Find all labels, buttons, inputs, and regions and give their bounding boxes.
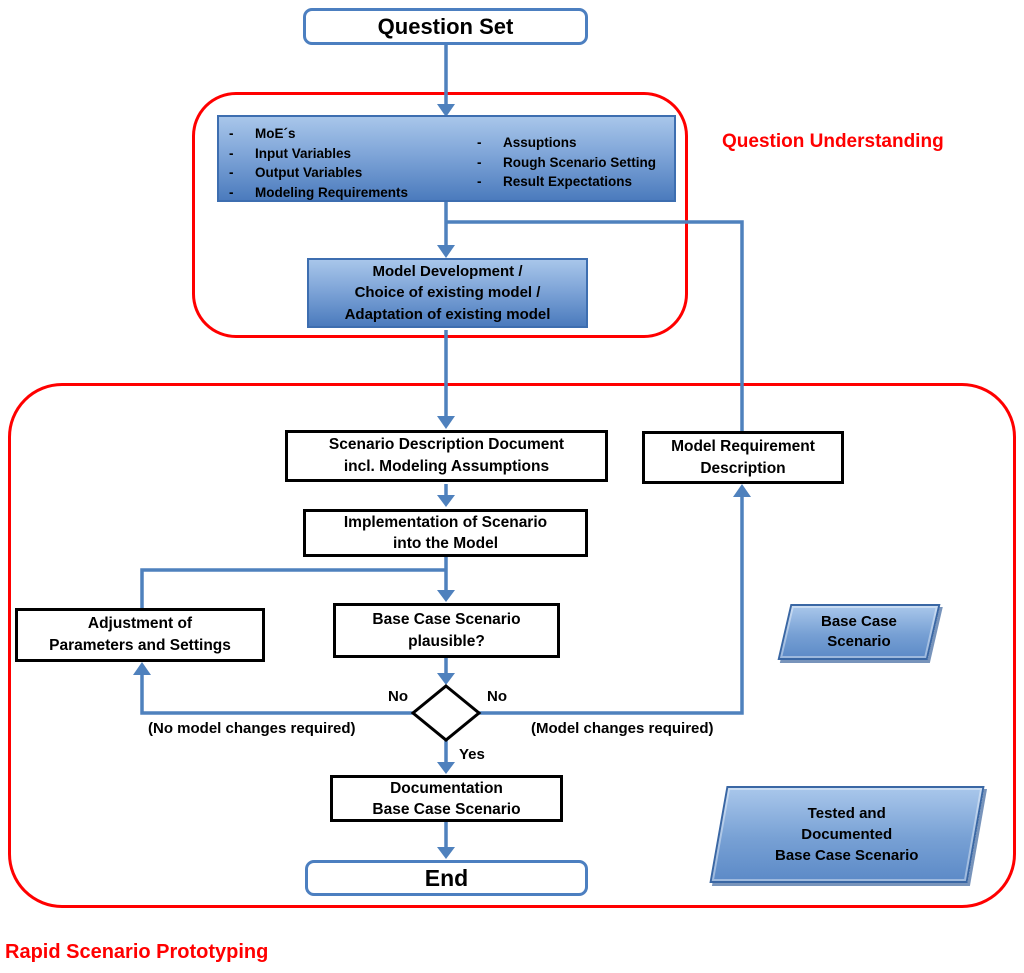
bullet-dash: - xyxy=(477,154,482,170)
question-understanding-caption-text: Question Understanding xyxy=(722,131,944,152)
rapid-scenario-prototyping-caption: Rapid Scenario Prototyping xyxy=(5,941,268,964)
bullet-item: - Result Expectations xyxy=(477,172,656,192)
node-model-development-label: Model Development / Choice of existing m… xyxy=(344,262,551,323)
bullet-item: - Assuptions xyxy=(477,133,656,153)
bullet-item: - Modeling Requirements xyxy=(229,183,467,203)
bullet-label: Modeling Requirements xyxy=(255,184,409,200)
node-tested-documented: Tested and Documented Base Case Scenario xyxy=(709,786,985,883)
node-plausible-label: Base Case Scenario plausible? xyxy=(372,610,521,650)
node-scenario-description-label: Scenario Description Document incl. Mode… xyxy=(328,436,565,475)
node-question-set: Question Set xyxy=(303,8,588,45)
label-no-left-text: No xyxy=(388,688,408,705)
label-model-changes-text: (Model changes required) xyxy=(531,720,714,737)
bullet-item: - Rough Scenario Setting xyxy=(477,153,656,173)
node-plausible: Base Case Scenario plausible? xyxy=(333,603,560,658)
label-yes: Yes xyxy=(459,746,485,763)
bullet-dash: - xyxy=(229,126,234,141)
node-base-case-scenario-label: Base Case Scenario xyxy=(821,613,897,650)
decision-diamond xyxy=(410,684,482,742)
bullet-label: Input Variables xyxy=(255,145,352,161)
node-adjustment-label: Adjustment of Parameters and Settings xyxy=(49,615,231,654)
question-understanding-caption: Question Understanding xyxy=(722,131,944,153)
bullet-item: - Input Variables xyxy=(229,144,467,164)
bullet-item: - MoE´s xyxy=(229,124,467,144)
bullet-label: Result Expectations xyxy=(503,174,633,189)
bullet-label: Assuptions xyxy=(503,135,577,150)
node-question-set-label: Question Set xyxy=(377,13,514,39)
bullet-column-right: - Assuptions - Rough Scenario Setting - … xyxy=(467,117,656,200)
bullet-label: MoE´s xyxy=(255,126,296,141)
label-yes-text: Yes xyxy=(459,746,485,763)
bullet-label: Rough Scenario Setting xyxy=(503,154,657,170)
label-no-model-changes-text: (No model changes required) xyxy=(148,720,356,737)
bullet-dash: - xyxy=(477,174,482,189)
node-documentation: Documentation Base Case Scenario xyxy=(330,775,563,822)
label-no-right-text: No xyxy=(487,688,507,705)
bullet-column-left: - MoE´s - Input Variables - Output Varia… xyxy=(219,117,467,200)
node-adjustment: Adjustment of Parameters and Settings xyxy=(15,608,265,662)
node-end: End xyxy=(305,860,588,896)
node-end-label: End xyxy=(424,864,469,891)
bullet-dash: - xyxy=(229,184,234,200)
bullet-dash: - xyxy=(477,135,482,150)
node-question-understanding-items: - MoE´s - Input Variables - Output Varia… xyxy=(217,115,676,202)
node-base-case-scenario: Base Case Scenario xyxy=(777,604,941,660)
label-model-changes: (Model changes required) xyxy=(531,720,714,737)
node-model-development: Model Development / Choice of existing m… xyxy=(307,258,588,328)
label-no-right: No xyxy=(487,688,507,705)
node-implementation: Implementation of Scenario into the Mode… xyxy=(303,509,588,557)
bullet-label: Output Variables xyxy=(255,165,363,180)
node-model-requirement: Model Requirement Description xyxy=(642,431,844,484)
rapid-scenario-prototyping-frame xyxy=(8,383,1016,908)
bullet-item: - Output Variables xyxy=(229,163,467,183)
node-documentation-label: Documentation Base Case Scenario xyxy=(372,779,521,818)
node-scenario-description: Scenario Description Document incl. Mode… xyxy=(285,430,608,482)
bullet-dash: - xyxy=(229,165,234,180)
node-tested-documented-label: Tested and Documented Base Case Scenario xyxy=(775,805,919,864)
label-no-left: No xyxy=(358,688,408,705)
rapid-scenario-prototyping-caption-text: Rapid Scenario Prototyping xyxy=(5,941,269,963)
bullet-dash: - xyxy=(229,145,234,161)
node-model-requirement-label: Model Requirement Description xyxy=(671,437,815,477)
question-understanding-frame xyxy=(192,92,688,338)
node-implementation-label: Implementation of Scenario into the Mode… xyxy=(343,514,548,552)
label-no-model-changes: (No model changes required) xyxy=(148,720,356,737)
